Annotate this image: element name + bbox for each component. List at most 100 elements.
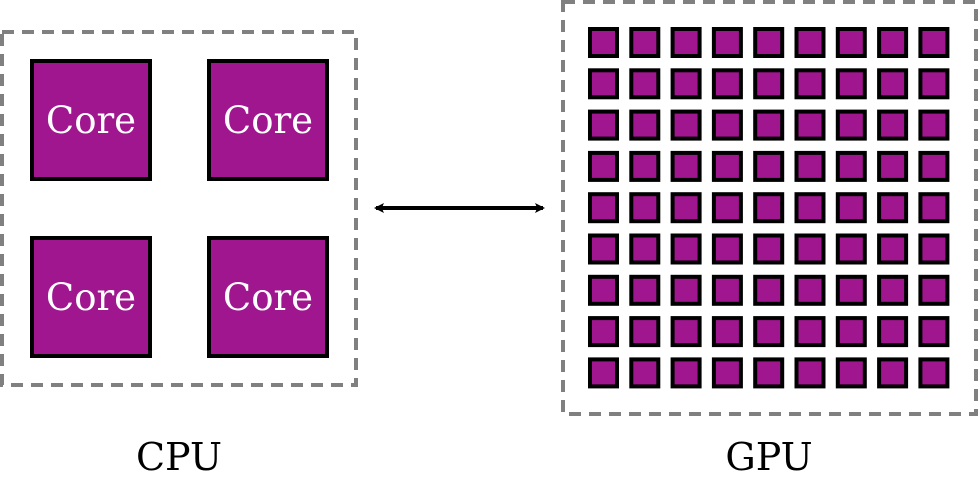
gpu-core <box>877 192 909 224</box>
gpu-core <box>794 27 826 58</box>
gpu-core <box>711 233 743 265</box>
gpu-core <box>835 274 867 306</box>
gpu-core <box>670 274 702 306</box>
gpu-core <box>711 357 743 389</box>
gpu-core <box>588 109 619 141</box>
gpu-core-grid <box>588 27 950 389</box>
gpu-core <box>588 316 619 348</box>
gpu-core <box>670 233 702 265</box>
gpu-core <box>629 233 661 265</box>
gpu-core <box>877 357 909 389</box>
cpu-core-2: Core <box>207 59 329 181</box>
gpu-core <box>794 316 826 348</box>
gpu-core <box>835 68 867 100</box>
gpu-core <box>835 109 867 141</box>
gpu-core <box>753 357 785 389</box>
gpu-core <box>711 316 743 348</box>
gpu-core <box>711 274 743 306</box>
gpu-core <box>588 357 619 389</box>
gpu-core <box>629 27 661 58</box>
gpu-core <box>794 274 826 306</box>
gpu-core <box>877 274 909 306</box>
gpu-core <box>877 316 909 348</box>
gpu-core <box>629 316 661 348</box>
cpu-core-3: Core <box>30 236 152 358</box>
gpu-core <box>588 27 619 58</box>
gpu-core <box>588 150 619 182</box>
gpu-core <box>588 233 619 265</box>
gpu-label: GPU <box>725 435 812 479</box>
core-box <box>207 59 329 181</box>
gpu-core <box>835 192 867 224</box>
cpu-boundary <box>0 30 358 387</box>
core-label: Core <box>46 276 136 319</box>
gpu-core <box>794 192 826 224</box>
core-label: Core <box>46 99 136 142</box>
gpu-core <box>835 316 867 348</box>
gpu-core <box>835 233 867 265</box>
cpu-group: Core Core Core Core CPU <box>0 30 358 479</box>
gpu-core <box>670 109 702 141</box>
gpu-core <box>670 316 702 348</box>
core-label: Core <box>223 276 313 319</box>
gpu-core <box>877 233 909 265</box>
core-box <box>30 59 152 181</box>
gpu-core <box>918 357 950 389</box>
gpu-core <box>753 109 785 141</box>
gpu-core <box>753 316 785 348</box>
gpu-core <box>918 109 950 141</box>
gpu-group: GPU <box>561 0 978 479</box>
gpu-core <box>588 68 619 100</box>
gpu-core <box>918 274 950 306</box>
gpu-core <box>588 274 619 306</box>
gpu-core <box>753 27 785 58</box>
gpu-core <box>918 68 950 100</box>
gpu-core <box>877 27 909 58</box>
gpu-core <box>835 357 867 389</box>
gpu-core <box>877 68 909 100</box>
gpu-core <box>835 27 867 58</box>
gpu-core <box>670 68 702 100</box>
gpu-core <box>670 357 702 389</box>
gpu-core <box>753 68 785 100</box>
cpu-label: CPU <box>136 435 222 479</box>
core-box <box>207 236 329 358</box>
gpu-core <box>877 109 909 141</box>
core-label: Core <box>223 99 313 142</box>
gpu-core <box>711 109 743 141</box>
gpu-core <box>629 357 661 389</box>
gpu-core <box>670 150 702 182</box>
cpu-core-1: Core <box>30 59 152 181</box>
gpu-core <box>918 316 950 348</box>
gpu-core <box>794 233 826 265</box>
gpu-core <box>753 150 785 182</box>
gpu-core <box>711 68 743 100</box>
gpu-core <box>670 192 702 224</box>
gpu-core <box>918 233 950 265</box>
gpu-core <box>753 192 785 224</box>
gpu-core <box>711 192 743 224</box>
gpu-core <box>711 150 743 182</box>
gpu-core <box>753 233 785 265</box>
gpu-core <box>629 109 661 141</box>
gpu-core <box>918 27 950 58</box>
gpu-core <box>588 192 619 224</box>
gpu-core <box>918 192 950 224</box>
gpu-core <box>629 274 661 306</box>
gpu-core <box>794 109 826 141</box>
gpu-core <box>794 357 826 389</box>
gpu-core <box>877 150 909 182</box>
gpu-core <box>711 27 743 58</box>
gpu-core <box>670 27 702 58</box>
gpu-core <box>629 192 661 224</box>
gpu-boundary <box>561 0 978 416</box>
gpu-core <box>835 150 867 182</box>
cpu-core-4: Core <box>207 236 329 358</box>
gpu-core <box>794 68 826 100</box>
gpu-core <box>629 68 661 100</box>
gpu-core <box>794 150 826 182</box>
core-box <box>30 236 152 358</box>
gpu-core <box>918 150 950 182</box>
gpu-core <box>629 150 661 182</box>
